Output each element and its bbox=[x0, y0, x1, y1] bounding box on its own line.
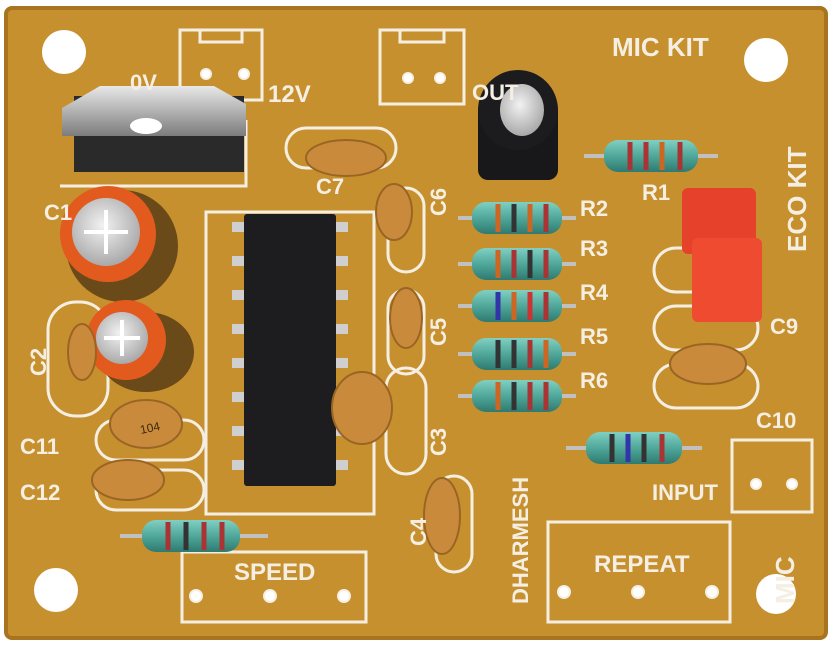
mounting-hole bbox=[756, 574, 796, 614]
label-mic: MIC bbox=[770, 556, 800, 604]
solder-pad bbox=[434, 72, 446, 84]
solder-pad bbox=[557, 585, 571, 599]
ic-socket-outline bbox=[204, 210, 376, 516]
label-c4: C4 bbox=[406, 517, 431, 546]
label-c11: C11 bbox=[20, 434, 59, 459]
mounting-hole bbox=[42, 30, 86, 74]
capacitor-c1-vent bbox=[84, 210, 128, 254]
label-repeat: REPEAT bbox=[594, 551, 690, 578]
solder-pad bbox=[786, 478, 798, 490]
capacitor-c6 bbox=[375, 183, 413, 241]
resistor-speed bbox=[142, 520, 240, 552]
capacitor-code: 104 bbox=[139, 419, 162, 437]
repeat-header-outline bbox=[546, 520, 732, 624]
mounting-hole bbox=[744, 38, 788, 82]
label-r4: R4 bbox=[580, 280, 609, 305]
label-0v: 0V bbox=[130, 70, 157, 95]
solder-pad bbox=[238, 68, 250, 80]
solder-pad bbox=[402, 72, 414, 84]
label-r5: R5 bbox=[580, 324, 608, 349]
solder-pad bbox=[705, 585, 719, 599]
speed-header-outline bbox=[180, 550, 368, 624]
label-dharmesh: DHARMESH bbox=[508, 477, 533, 604]
label-c10: C10 bbox=[756, 408, 796, 433]
label-input: INPUT bbox=[652, 480, 719, 505]
regulator-hole bbox=[130, 118, 162, 134]
capacitor-c4 bbox=[423, 477, 461, 555]
capacitor-c2-vent bbox=[104, 320, 140, 356]
ic-chip bbox=[244, 214, 336, 486]
label-c6: C6 bbox=[426, 188, 451, 216]
capacitor-c12 bbox=[91, 459, 165, 501]
capacitor-out-top bbox=[500, 84, 544, 136]
capacitor-c5 bbox=[389, 287, 423, 349]
jumper-bottom bbox=[692, 238, 762, 322]
resistor-r5 bbox=[472, 338, 562, 370]
label-r2: R2 bbox=[580, 196, 608, 221]
label-c9: C9 bbox=[770, 314, 798, 339]
solder-pad bbox=[189, 589, 203, 603]
capacitor-c7 bbox=[305, 139, 387, 177]
capacitor-c11 bbox=[109, 399, 183, 449]
solder-pad bbox=[750, 478, 762, 490]
capacitor-c10 bbox=[669, 343, 747, 385]
resistor-input bbox=[586, 432, 682, 464]
resistor-r3 bbox=[472, 248, 562, 280]
mounting-hole bbox=[34, 568, 78, 612]
power-connector-outline bbox=[178, 28, 264, 102]
solder-pad bbox=[631, 585, 645, 599]
label-c3: C3 bbox=[426, 428, 451, 456]
jumper-top bbox=[682, 188, 756, 254]
solder-pad bbox=[200, 68, 212, 80]
resistor-color-bands bbox=[165, 142, 683, 550]
label-c7: C7 bbox=[316, 174, 344, 199]
label-speed: SPEED bbox=[234, 559, 315, 586]
c1-outline bbox=[60, 120, 248, 188]
solder-pad bbox=[263, 589, 277, 603]
resistor-r4 bbox=[472, 290, 562, 322]
label-r6: R6 bbox=[580, 368, 608, 393]
label-r3: R3 bbox=[580, 236, 608, 261]
resistor-r2 bbox=[472, 202, 562, 234]
label-out: OUT bbox=[472, 80, 519, 105]
label-c12: C12 bbox=[20, 480, 60, 505]
label-12v: 12V bbox=[268, 81, 311, 108]
label-mic-kit: MIC KIT bbox=[612, 32, 709, 62]
regulator-heatsink bbox=[62, 86, 246, 136]
label-c2: C2 bbox=[26, 348, 51, 376]
input-connector-outline bbox=[730, 438, 814, 514]
capacitor-c3 bbox=[331, 371, 393, 445]
resistor-r6 bbox=[472, 380, 562, 412]
output-connector-outline bbox=[378, 28, 466, 106]
capacitor-c2-ceramic bbox=[67, 323, 97, 381]
label-c1: C1 bbox=[44, 200, 72, 225]
resistor-r1 bbox=[604, 140, 698, 172]
label-c5: C5 bbox=[426, 318, 451, 346]
label-r1: R1 bbox=[642, 180, 670, 205]
label-eco-kit: ECO KIT bbox=[782, 146, 812, 252]
solder-pad bbox=[337, 589, 351, 603]
